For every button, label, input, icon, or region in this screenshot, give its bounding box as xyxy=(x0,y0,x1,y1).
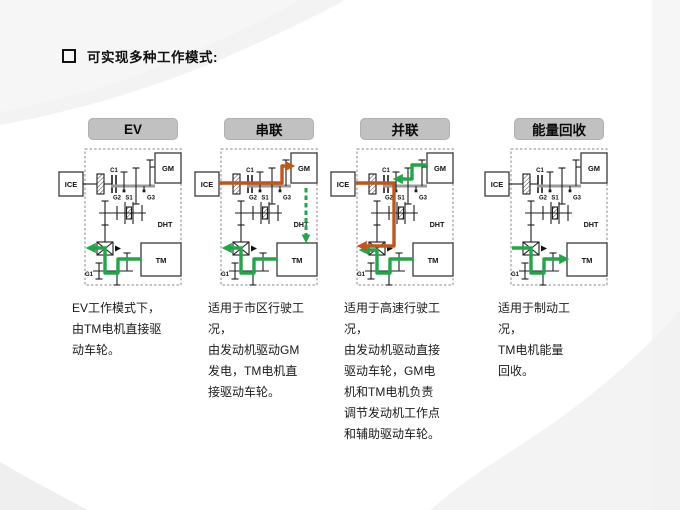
mode-header-ev: EV xyxy=(88,118,178,140)
slide-title-row: 可实现多种工作模式: xyxy=(62,46,218,66)
schematic-base xyxy=(484,147,609,287)
schematic-ev xyxy=(58,147,183,287)
mode-description-regen: 适用于制动工 况， TM电机能量 回收。 xyxy=(498,301,571,378)
mode-description-series: 适用于市区行驶工 况， 由发动机驱动GM 发电，TM电机直 接驱动车轮。 xyxy=(208,301,305,399)
bullet-square-icon xyxy=(62,49,76,63)
schematic-series xyxy=(194,147,319,287)
schematic-base xyxy=(330,147,455,287)
mode-column-ev: EV EV工作模式下， 由TM电机直接驱 动车轮。 xyxy=(58,118,186,445)
mode-description-parallel: 适用于高速行驶工 况， 由发动机驱动直接 驱动车轮，GM电 机和TM电机负责 调… xyxy=(344,301,441,441)
schematic-regen xyxy=(484,147,609,287)
mode-header-regen: 能量回收 xyxy=(514,118,604,140)
mode-header-parallel: 并联 xyxy=(360,118,450,140)
mode-column-series: 串联 适用于市区行驶工 况， 由发动机驱动GM 发电，TM电机直 接驱动车轮。 xyxy=(194,118,322,445)
mode-columns: EV EV工作模式下， 由TM电机直接驱 动车轮。 串联 适用于市区行驶工 况，… xyxy=(58,118,620,445)
mode-header-series: 串联 xyxy=(224,118,314,140)
mode-description-ev: EV工作模式下， 由TM电机直接驱 动车轮。 xyxy=(72,301,162,357)
slide-title: 可实现多种工作模式: xyxy=(87,50,218,65)
schematic-base xyxy=(194,147,319,287)
mode-column-regen: 能量回收 适用于制动工 况， TM电机能量 回收。 xyxy=(484,118,612,445)
schematic-base xyxy=(58,147,183,287)
mode-column-parallel: 并联 适用于高速行驶工 况， 由发动机驱动直接 驱动车轮，GM电 机和TM电机负… xyxy=(330,118,458,445)
schematic-parallel xyxy=(330,147,455,287)
